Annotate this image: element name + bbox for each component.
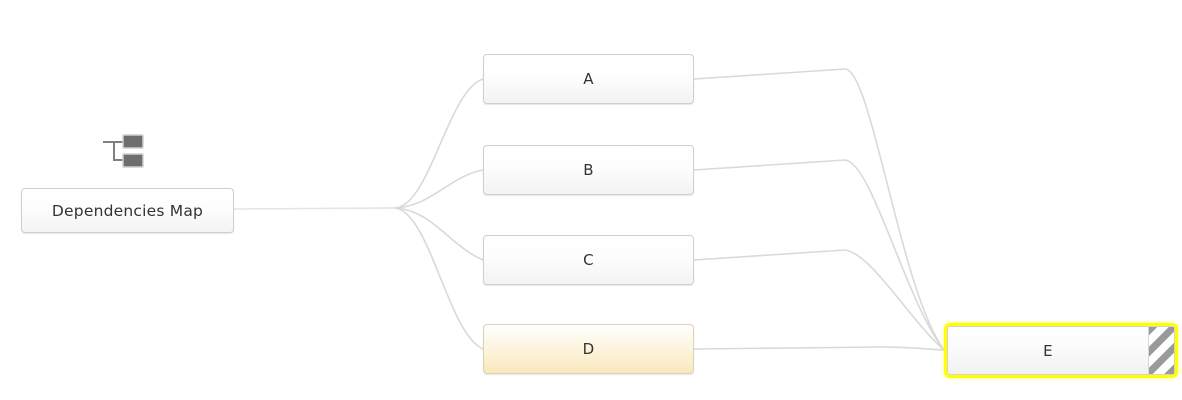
node-d[interactable]: D xyxy=(483,324,694,374)
node-e[interactable]: E xyxy=(944,323,1178,378)
node-c[interactable]: C xyxy=(483,235,694,285)
node-label: E xyxy=(1043,341,1053,360)
node-label: B xyxy=(583,161,594,179)
edge-root-trunk xyxy=(233,207,396,210)
edge-c-e xyxy=(693,249,945,351)
edge-b-e xyxy=(693,159,945,351)
node-label: D xyxy=(582,340,595,358)
node-a[interactable]: A xyxy=(483,54,694,104)
node-label: Dependencies Map xyxy=(51,201,204,220)
striped-badge-icon xyxy=(1148,327,1174,374)
edge-a-e xyxy=(693,68,945,351)
edge-root-d xyxy=(394,207,484,350)
node-label: C xyxy=(583,251,594,269)
edge-root-b xyxy=(394,169,484,209)
edge-root-c xyxy=(394,207,484,261)
hierarchy-icon xyxy=(103,134,144,168)
node-label: A xyxy=(583,70,594,88)
edge-root-a xyxy=(394,78,484,209)
node-dependencies-map[interactable]: Dependencies Map xyxy=(21,188,234,233)
edge-d-e xyxy=(693,346,945,351)
node-e-body: E xyxy=(947,326,1175,375)
node-b[interactable]: B xyxy=(483,145,694,195)
